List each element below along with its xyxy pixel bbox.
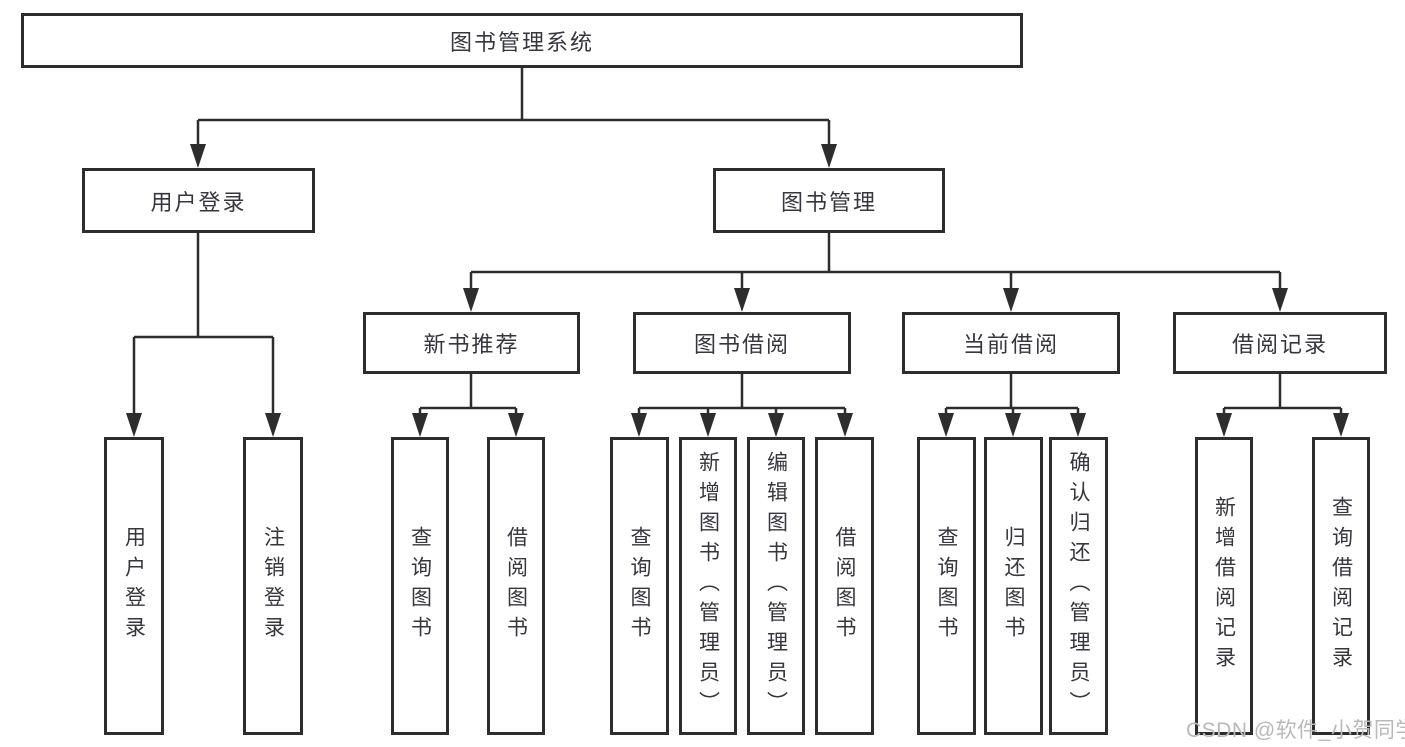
leaf-borrow-books: 借阅图书 [487, 437, 545, 735]
node-book-borrowing: 图书借阅 [633, 312, 851, 374]
leaf-query-books: 查询图书 [917, 437, 976, 735]
leaf-label: 编辑图书（管理员） [764, 451, 788, 721]
leaf-label: 借阅图书 [833, 526, 856, 646]
leaf-borrow-books: 借阅图书 [815, 437, 874, 735]
node-label: 图书管理系统 [449, 29, 594, 55]
leaf-label: 查询图书 [628, 526, 651, 646]
leaf-label: 查询图书 [935, 526, 958, 646]
node-library-management-system: 图书管理系统 [21, 13, 1023, 68]
leaf-label: 借阅图书 [504, 526, 528, 646]
node-current-borrowing: 当前借阅 [902, 312, 1120, 374]
leaf-label: 确认归还（管理员） [1067, 451, 1090, 721]
leaf-query-borrow-record: 查询借阅记录 [1312, 437, 1370, 735]
node-label: 新书推荐 [423, 332, 520, 357]
csdn-watermark: CSDN @软件_小贺同学 [1186, 719, 1405, 742]
leaf-label: 查询图书 [408, 526, 432, 646]
leaf-label: 归还图书 [1002, 526, 1025, 646]
node-label: 当前借阅 [962, 332, 1059, 357]
leaf-label: 新增借阅记录 [1212, 496, 1236, 676]
node-label: 用户登录 [150, 189, 247, 215]
leaf-return-books: 归还图书 [984, 437, 1043, 735]
node-user-login: 用户登录 [82, 168, 315, 233]
node-borrowing-records: 借阅记录 [1173, 312, 1387, 374]
node-label: 图书管理 [780, 189, 877, 215]
leaf-logout-login: 注销登录 [243, 437, 303, 735]
node-book-management: 图书管理 [713, 168, 945, 233]
leaf-query-books: 查询图书 [391, 437, 449, 735]
leaf-user-login: 用户登录 [104, 437, 164, 735]
leaf-label: 用户登录 [122, 526, 146, 646]
node-label: 借阅记录 [1231, 332, 1328, 357]
node-new-book-recommendation: 新书推荐 [363, 312, 580, 374]
leaf-add-borrow-record: 新增借阅记录 [1195, 437, 1253, 735]
leaf-edit-books-admin: 编辑图书（管理员） [747, 437, 805, 735]
leaf-label: 查询借阅记录 [1329, 496, 1353, 676]
leaf-label: 新增图书（管理员） [696, 451, 720, 721]
leaf-label: 注销登录 [261, 526, 285, 646]
leaf-add-books-admin: 新增图书（管理员） [679, 437, 737, 735]
leaf-confirm-return-admin: 确认归还（管理员） [1049, 437, 1108, 735]
leaf-query-books: 查询图书 [610, 437, 669, 735]
node-label: 图书借阅 [693, 332, 790, 357]
arrowheads [126, 144, 1349, 437]
